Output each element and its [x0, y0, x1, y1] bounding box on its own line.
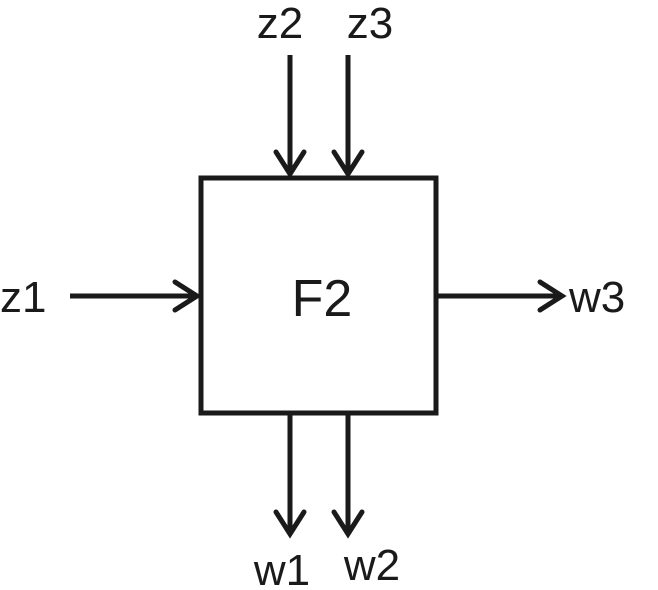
output-label-w2: w2	[343, 541, 400, 590]
output-arrow-w3	[436, 279, 567, 313]
block-label: F2	[292, 270, 353, 328]
input-label-z2: z2	[257, 0, 303, 48]
input-arrow-z1	[70, 279, 202, 313]
output-label-w3: w3	[568, 273, 625, 322]
input-label-z3: z3	[347, 0, 393, 48]
input-label-z1: z1	[0, 273, 46, 322]
f2-block	[198, 175, 439, 416]
output-arrow-w2	[331, 413, 365, 539]
input-arrow-z2	[273, 55, 307, 179]
input-arrow-z3	[331, 55, 365, 179]
output-arrow-w1	[273, 413, 307, 539]
output-label-w1: w1	[253, 546, 310, 590]
